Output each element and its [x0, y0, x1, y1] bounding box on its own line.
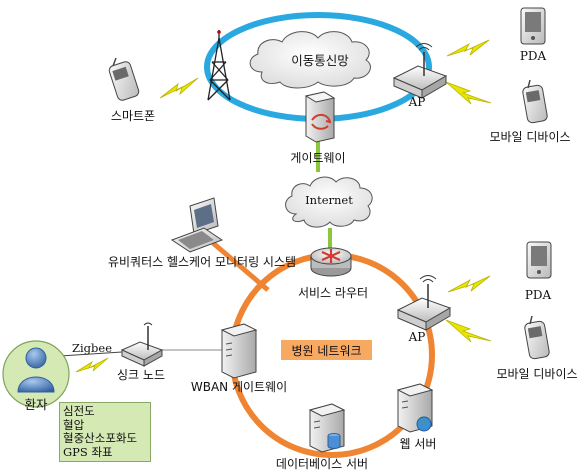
lightning-icon [447, 275, 491, 293]
pda-icon [520, 7, 546, 45]
patient-vitals-box: 심전도 혈압 혈중산소포화도 GPS 좌표 [59, 402, 151, 462]
sink-node-icon [120, 322, 164, 367]
smartphone-icon [108, 57, 140, 101]
smartphone-label: 스마트폰 [110, 109, 156, 123]
internet-cloud [285, 176, 373, 228]
mobile-network-label: 이동통신망 [291, 53, 349, 68]
service-router-label: 서비스 라우터 [297, 286, 369, 300]
access-point-icon [396, 275, 452, 331]
cell-tower-icon [207, 30, 231, 101]
lightning-icon [159, 77, 199, 99]
web-server-icon [396, 383, 434, 433]
mobile-network-cloud [249, 31, 371, 89]
wban-gateway-server-icon [220, 323, 258, 379]
ap-top-label: AP [408, 95, 426, 109]
zigbee-label: Zigbee [72, 341, 113, 355]
service-router-icon [310, 247, 352, 277]
ap-bottom-label: AP [408, 330, 426, 344]
mobile-phone-icon [524, 315, 550, 360]
internet-label: Internet [305, 193, 353, 207]
monitoring-system-label: 유비쿼터스 헬스케어 모니터링 시스템 [107, 255, 297, 269]
wban-gateway-label: WBAN 게이트웨이 [190, 380, 288, 394]
zigbee-link [59, 351, 123, 357]
gateway-icon [304, 91, 336, 143]
patient-label: 환자 [24, 397, 48, 412]
database-server-icon [308, 403, 346, 453]
lightning-icon [445, 81, 492, 105]
monitoring-computer-icon [170, 197, 224, 253]
lightning-icon [445, 319, 492, 343]
mobile-device-bottom-label: 모바일 디바이스 [496, 367, 578, 381]
lightning-icon [446, 39, 490, 57]
vital-item: 심전도 [63, 404, 95, 418]
vital-item: 혈중산소포화도 [63, 431, 138, 445]
vital-item: GPS 좌표 [63, 444, 113, 459]
web-server-label: 웹 서버 [399, 437, 437, 451]
pda-bottom-label: PDA [524, 288, 552, 302]
database-server-label: 데이터베이스 서버 [275, 457, 369, 471]
mobile-device-top-label: 모바일 디바이스 [489, 130, 571, 144]
vital-item: 혈압 [63, 417, 85, 432]
hospital-network-label: 병원 네트워크 [281, 340, 372, 360]
gateway-label: 게이트웨이 [290, 151, 346, 165]
monitoring-link [211, 241, 270, 292]
mobile-phone-icon [522, 79, 548, 124]
pda-icon [526, 241, 552, 279]
lightning-icon [75, 357, 109, 373]
patient-icon [2, 340, 70, 408]
pda-top-label: PDA [519, 49, 547, 63]
access-point-icon [392, 43, 448, 99]
sink-node-label: 싱크 노드 [117, 368, 165, 382]
